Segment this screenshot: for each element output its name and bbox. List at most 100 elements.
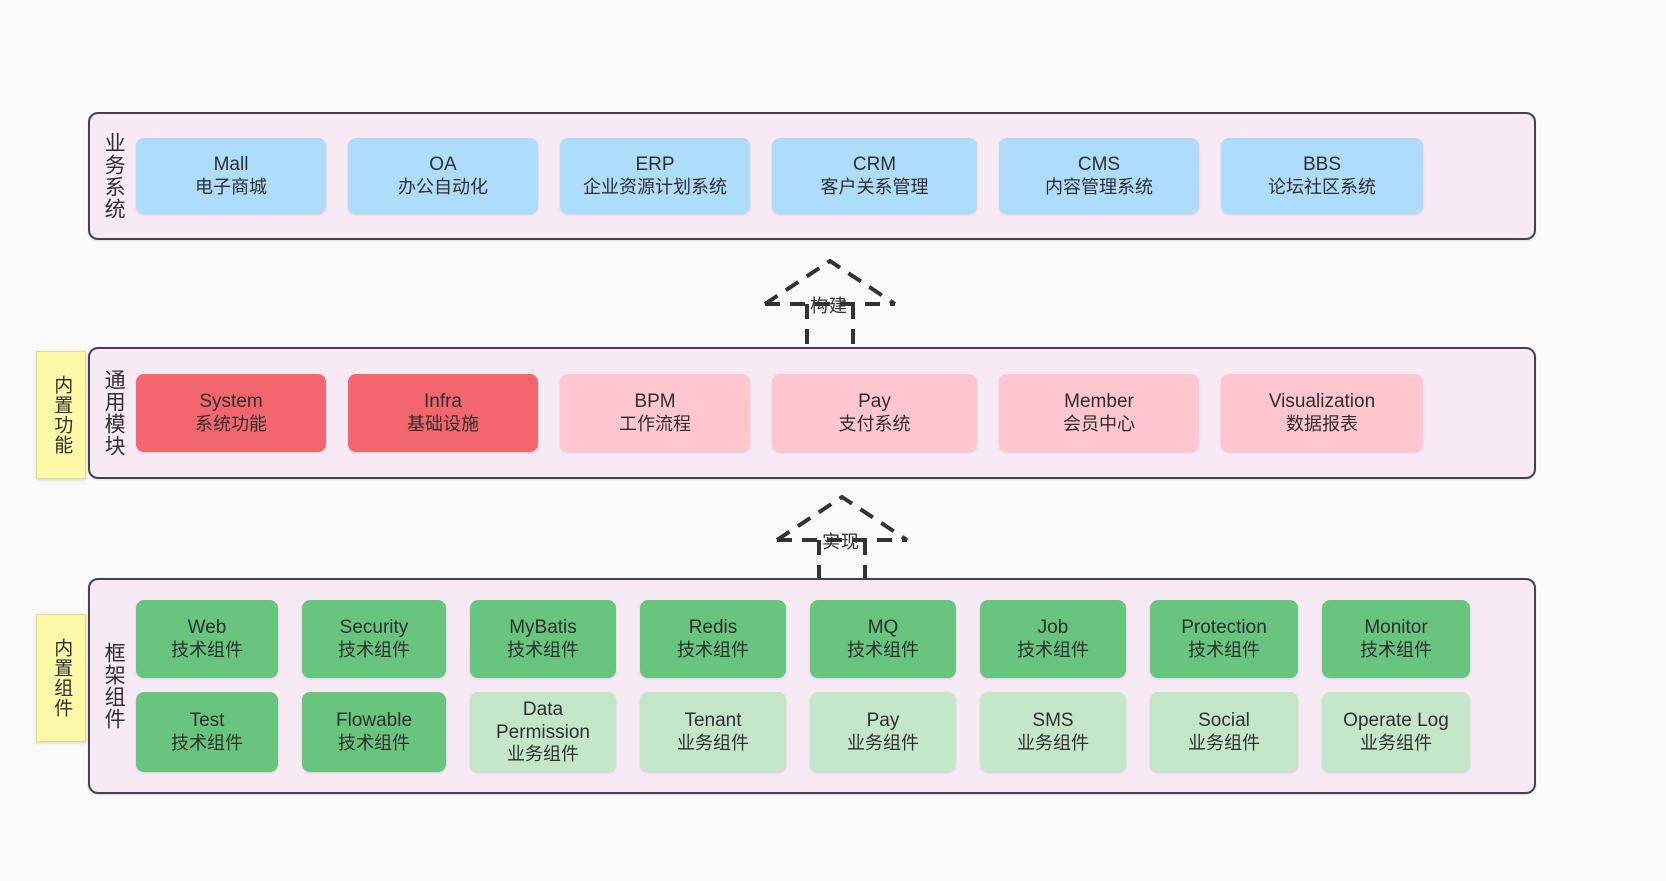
- layer-body-business-system: Mall 电子商城 OA 办公自动化 ERP 企业资源计划系统 CRM 客户关系…: [136, 114, 1534, 238]
- box-title: BBS: [1302, 154, 1342, 176]
- sticky-note-builtin-features: 内置功能: [36, 351, 86, 479]
- layer-caption-common-module: 通用模块: [102, 369, 126, 457]
- connector-implement-label: 实现: [822, 532, 860, 552]
- box-protection[interactable]: Protection 技术组件: [1150, 600, 1298, 678]
- box-title: Web: [187, 617, 227, 639]
- box-mq[interactable]: MQ 技术组件: [810, 600, 956, 678]
- box-title: Social: [1198, 710, 1250, 732]
- box-title: Monitor: [1364, 617, 1428, 639]
- box-subtitle: 技术组件: [171, 639, 243, 660]
- box-title: MyBatis: [509, 617, 577, 639]
- connector-build: 构建: [760, 256, 940, 356]
- box-subtitle: 工作流程: [619, 413, 691, 434]
- box-subtitle: 技术组件: [677, 639, 749, 660]
- box-title: SMS: [1032, 710, 1074, 732]
- box-erp[interactable]: ERP 企业资源计划系统: [560, 138, 750, 214]
- box-subtitle: 技术组件: [338, 639, 410, 660]
- box-title: Pay: [866, 710, 900, 732]
- box-subtitle: 业务组件: [847, 732, 919, 753]
- box-bbs[interactable]: BBS 论坛社区系统: [1221, 138, 1423, 214]
- box-oa[interactable]: OA 办公自动化: [348, 138, 538, 214]
- box-title: Mall: [213, 154, 249, 176]
- box-subtitle: 内容管理系统: [1045, 176, 1153, 197]
- box-data-permission[interactable]: Data Permission 业务组件: [470, 692, 616, 772]
- box-subtitle: 业务组件: [677, 732, 749, 753]
- box-title: Test: [189, 710, 225, 732]
- box-sms[interactable]: SMS 业务组件: [980, 692, 1126, 772]
- box-title: Data Permission: [496, 698, 590, 744]
- box-title: MQ: [867, 617, 899, 639]
- box-subtitle: 客户关系管理: [820, 176, 929, 197]
- box-infra[interactable]: Infra 基础设施: [348, 374, 538, 452]
- box-tenant[interactable]: Tenant 业务组件: [640, 692, 786, 772]
- box-web[interactable]: Web 技术组件: [136, 600, 278, 678]
- box-mybatis[interactable]: MyBatis 技术组件: [470, 600, 616, 678]
- box-title: OA: [429, 154, 457, 176]
- layer-caption-business-system: 业务系统: [102, 132, 126, 220]
- layer-body-common-module: System 系统功能 Infra 基础设施 BPM 工作流程 Pay 支付系统…: [136, 349, 1534, 477]
- box-title: Operate Log: [1343, 710, 1449, 732]
- box-system[interactable]: System 系统功能: [136, 374, 326, 452]
- box-title: CMS: [1077, 154, 1121, 176]
- box-subtitle: 基础设施: [407, 413, 479, 434]
- box-visualization[interactable]: Visualization 数据报表: [1221, 374, 1423, 452]
- box-redis[interactable]: Redis 技术组件: [640, 600, 786, 678]
- connector-build-label: 构建: [810, 296, 848, 316]
- box-subtitle: 技术组件: [1017, 639, 1089, 660]
- layer-body-framework-component: Web 技术组件 Security 技术组件 MyBatis 技术组件 Redi…: [136, 580, 1534, 792]
- box-subtitle: 会员中心: [1063, 413, 1135, 434]
- box-subtitle: 电子商城: [195, 176, 267, 197]
- box-title: BPM: [634, 391, 676, 413]
- box-bpm[interactable]: BPM 工作流程: [560, 374, 750, 452]
- box-title: Flowable: [335, 710, 413, 732]
- box-title: Visualization: [1268, 391, 1376, 413]
- layer-caption-framework-component: 框架组件: [102, 642, 126, 730]
- box-title: Tenant: [684, 710, 742, 732]
- box-social[interactable]: Social 业务组件: [1150, 692, 1298, 772]
- box-security[interactable]: Security 技术组件: [302, 600, 446, 678]
- box-title: Pay: [858, 391, 891, 413]
- box-operate-log[interactable]: Operate Log 业务组件: [1322, 692, 1470, 772]
- box-title: ERP: [635, 154, 675, 176]
- box-subtitle: 技术组件: [338, 732, 410, 753]
- box-title: Job: [1037, 617, 1069, 639]
- box-monitor[interactable]: Monitor 技术组件: [1322, 600, 1470, 678]
- box-subtitle: 业务组件: [507, 744, 579, 765]
- box-subtitle: 系统功能: [195, 413, 267, 434]
- row-common-modules: System 系统功能 Infra 基础设施 BPM 工作流程 Pay 支付系统…: [136, 374, 1520, 452]
- box-subtitle: 业务组件: [1017, 732, 1089, 753]
- box-subtitle: 业务组件: [1360, 732, 1432, 753]
- box-flowable[interactable]: Flowable 技术组件: [302, 692, 446, 772]
- box-title: Redis: [688, 617, 738, 639]
- box-member[interactable]: Member 会员中心: [999, 374, 1199, 452]
- box-subtitle: 论坛社区系统: [1268, 176, 1376, 197]
- box-subtitle: 技术组件: [1188, 639, 1260, 660]
- box-job[interactable]: Job 技术组件: [980, 600, 1126, 678]
- row-business-components: Test 技术组件 Flowable 技术组件 Data Permission …: [136, 692, 1520, 772]
- box-cms[interactable]: CMS 内容管理系统: [999, 138, 1199, 214]
- box-subtitle: 技术组件: [847, 639, 919, 660]
- box-subtitle: 数据报表: [1286, 413, 1358, 434]
- box-title: Member: [1064, 391, 1134, 413]
- box-title: Security: [339, 617, 409, 639]
- row-technical-components: Web 技术组件 Security 技术组件 MyBatis 技术组件 Redi…: [136, 600, 1520, 678]
- row-business-systems: Mall 电子商城 OA 办公自动化 ERP 企业资源计划系统 CRM 客户关系…: [136, 138, 1520, 214]
- box-test[interactable]: Test 技术组件: [136, 692, 278, 772]
- sticky-note-builtin-components: 内置组件: [36, 614, 86, 742]
- box-title: CRM: [852, 154, 897, 176]
- box-title: Infra: [423, 391, 463, 413]
- box-subtitle: 支付系统: [838, 413, 911, 434]
- layer-business-system: 业务系统 Mall 电子商城 OA 办公自动化 ERP 企业资源计划系统 CRM…: [88, 112, 1536, 240]
- box-subtitle: 技术组件: [1360, 639, 1432, 660]
- box-pay-component[interactable]: Pay 业务组件: [810, 692, 956, 772]
- connector-implement: 实现: [772, 492, 952, 592]
- box-subtitle: 办公自动化: [398, 176, 488, 197]
- box-crm[interactable]: CRM 客户关系管理: [772, 138, 977, 214]
- box-subtitle: 业务组件: [1188, 732, 1260, 753]
- box-subtitle: 技术组件: [171, 732, 243, 753]
- box-subtitle: 企业资源计划系统: [583, 176, 727, 197]
- box-mall[interactable]: Mall 电子商城: [136, 138, 326, 214]
- layer-framework-component: 框架组件 Web 技术组件 Security 技术组件 MyBatis 技术组件…: [88, 578, 1536, 794]
- box-pay[interactable]: Pay 支付系统: [772, 374, 977, 452]
